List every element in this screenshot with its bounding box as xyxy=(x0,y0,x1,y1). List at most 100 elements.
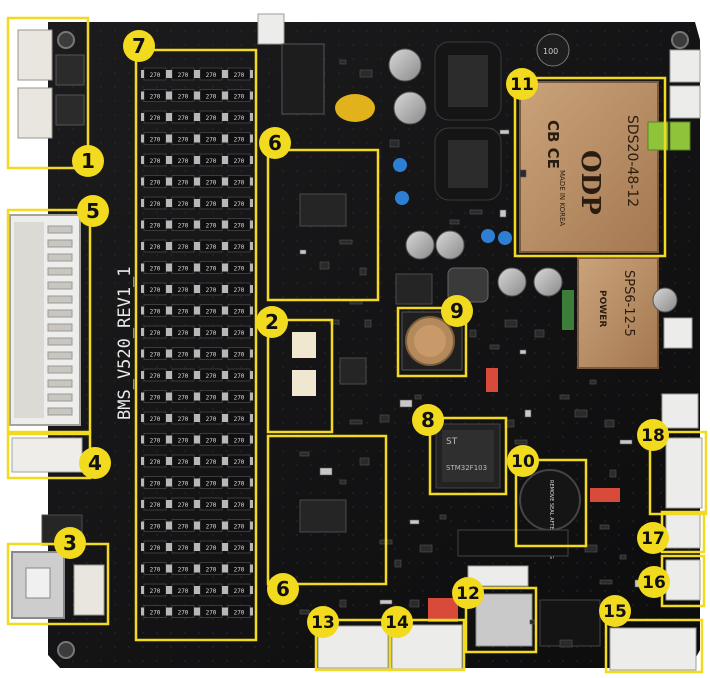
resistor-code: 270 xyxy=(178,588,189,595)
blue-capacitors xyxy=(393,158,512,245)
resistor-code: 270 xyxy=(178,223,189,230)
callout-label: 18 xyxy=(641,426,665,446)
resistor-code: 270 xyxy=(178,94,189,101)
smd-part xyxy=(389,139,400,148)
right-connectors xyxy=(661,317,703,601)
resistor-pad xyxy=(222,285,225,293)
resistor-pad xyxy=(222,414,225,422)
resistor-pad xyxy=(169,478,172,487)
connector-pin xyxy=(47,351,73,360)
smd-part xyxy=(619,439,633,445)
resistor-pad xyxy=(222,91,225,100)
dc-dc-module-sps6: SPS6-12-5 POWER xyxy=(562,257,659,369)
resistor-pad xyxy=(222,435,225,444)
resistor-pad xyxy=(222,392,225,401)
resistor-pad xyxy=(225,263,228,272)
resistor-pad xyxy=(166,220,169,229)
resistor-code: 270 xyxy=(206,352,217,359)
resistor-pad xyxy=(197,285,200,293)
resistor-pad xyxy=(141,70,144,78)
electrolytic-caps-top: 100 xyxy=(388,33,570,125)
smd-part xyxy=(394,559,402,568)
resistor-pad xyxy=(225,220,228,229)
smd-part xyxy=(409,519,420,525)
resistor-pad xyxy=(197,199,200,207)
resistor-pad xyxy=(169,91,172,100)
resistor-code: 270 xyxy=(234,481,245,488)
resistor-pad xyxy=(166,306,169,315)
resistor-pad xyxy=(225,457,228,465)
usb-b-port xyxy=(11,514,105,619)
resistor-code: 270 xyxy=(150,266,161,273)
resistor-code: 270 xyxy=(150,588,161,595)
resistor-pad xyxy=(141,242,144,250)
resistor-pad xyxy=(166,242,169,250)
resistor-code: 270 xyxy=(150,287,161,294)
resistor-code: 270 xyxy=(150,459,161,466)
callout-label: 5 xyxy=(86,199,100,223)
connector-pin xyxy=(47,225,73,234)
box-14 xyxy=(388,618,466,672)
resistor-pad xyxy=(225,392,228,401)
resistor-pad xyxy=(197,113,200,121)
smd-part xyxy=(469,329,477,338)
resistor-pad xyxy=(197,564,200,573)
resistor-pad xyxy=(141,543,144,551)
resistor-pad xyxy=(141,263,144,272)
resistor-pad xyxy=(194,134,197,143)
resistor-code: 270 xyxy=(234,330,245,337)
resistor-pad xyxy=(169,371,172,379)
resistor-pad xyxy=(225,306,228,315)
resistor-pad xyxy=(197,607,200,616)
resistor-pad xyxy=(194,263,197,272)
callout-label: 4 xyxy=(88,451,102,475)
smd-part xyxy=(574,409,588,418)
resistor-code: 270 xyxy=(178,158,189,165)
resistor-pad xyxy=(225,328,228,336)
smd-part xyxy=(519,169,527,178)
smd-part xyxy=(319,467,333,476)
resistor-pad xyxy=(169,242,172,250)
connector-pin xyxy=(47,323,73,332)
main-harness-connector xyxy=(9,214,81,426)
cap-label-100: 100 xyxy=(543,47,558,56)
resistor-pad xyxy=(225,435,228,444)
resistor-pad xyxy=(222,500,225,508)
left-top-connectors xyxy=(17,29,85,139)
resistor-pad xyxy=(225,70,228,78)
resistor-pad xyxy=(222,564,225,573)
resistor-pad xyxy=(197,156,200,164)
resistor-pad xyxy=(222,586,225,594)
smd-part xyxy=(559,639,573,648)
resistor-pad xyxy=(197,242,200,250)
box-15 xyxy=(604,618,704,674)
resistor-pad xyxy=(225,371,228,379)
smd-part xyxy=(319,261,330,270)
resistor-pad xyxy=(197,177,200,186)
resistor-code: 270 xyxy=(234,352,245,359)
resistor-pad xyxy=(250,521,253,530)
resistor-code: 270 xyxy=(234,524,245,531)
resistor-pad xyxy=(197,220,200,229)
resistor-pad xyxy=(141,113,144,121)
resistor-code: 270 xyxy=(150,567,161,574)
resistor-pad xyxy=(194,435,197,444)
resistor-pad xyxy=(250,134,253,143)
resistor-pad xyxy=(166,156,169,164)
callout-12: 12 xyxy=(452,577,484,609)
smd-part xyxy=(299,451,310,457)
resistor-pad xyxy=(222,328,225,336)
resistor-pad xyxy=(194,242,197,250)
top-connector xyxy=(257,13,285,45)
smd-part xyxy=(599,524,610,530)
resistor-pad xyxy=(197,500,200,508)
callout-5: 5 xyxy=(77,195,109,227)
module-brand: ODP xyxy=(575,150,605,215)
smd-part xyxy=(489,344,500,350)
resistor-pad xyxy=(141,285,144,293)
resistor-pad xyxy=(250,500,253,508)
callout-8: 8 xyxy=(412,404,444,436)
callout-6b: 6 xyxy=(267,573,299,605)
